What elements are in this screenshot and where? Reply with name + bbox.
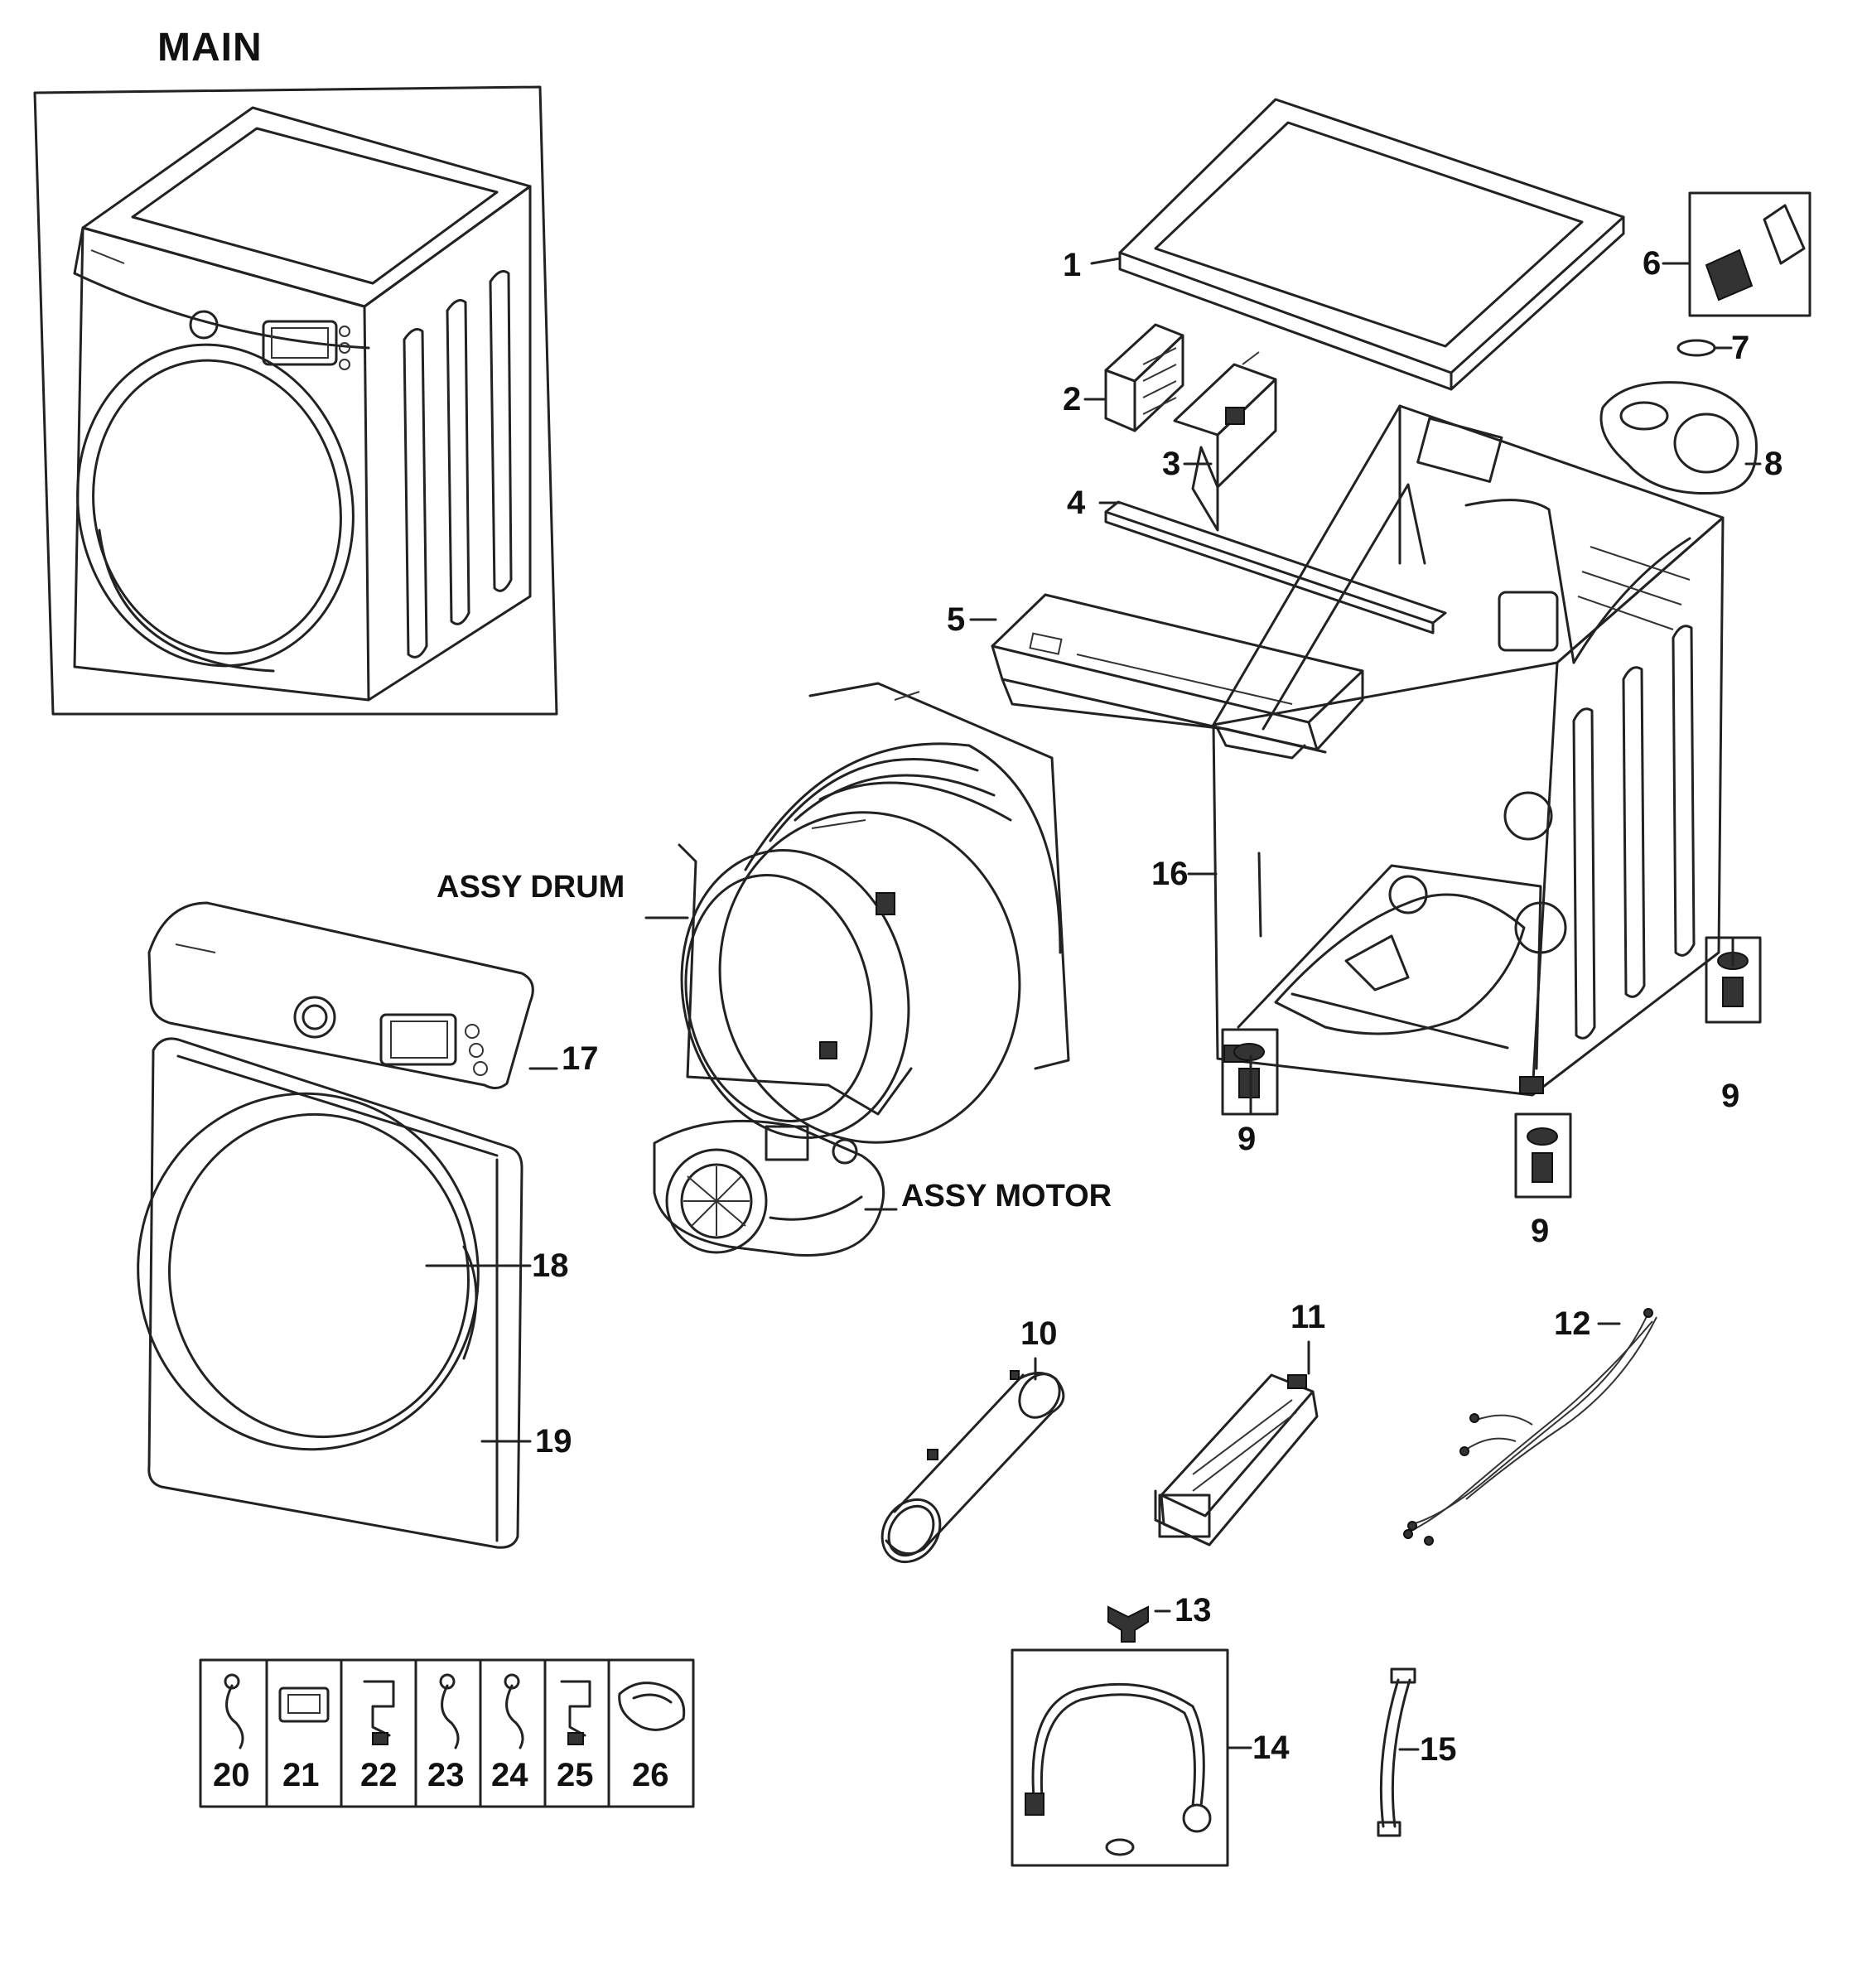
callout-7: 7 [1731,330,1750,366]
assy-drum [678,682,1070,1144]
hardware-label-24: 24 [491,1757,528,1793]
callout-6: 6 [1643,245,1662,282]
hardware-strip [199,1658,695,1808]
callout-5: 5 [947,601,966,638]
callout-12: 12 [1554,1305,1591,1342]
assy-motor [653,1119,885,1257]
hardware-label-21: 21 [282,1757,320,1793]
part-13-y-fitting [1107,1605,1149,1643]
part-11-heater [1154,1373,1319,1546]
callout-9-middle: 9 [1531,1213,1550,1249]
part-2-filter [1104,323,1184,432]
part-15-hose [1377,1667,1416,1837]
callout-2: 2 [1063,381,1082,417]
part-16-cabinet [1212,404,1725,1097]
callout-13: 13 [1175,1592,1212,1629]
part-3-bracket [1173,351,1277,532]
callout-4: 4 [1067,485,1086,521]
callout-15: 15 [1420,1731,1457,1768]
main-appliance-view [33,85,558,716]
callout-1: 1 [1063,247,1082,283]
callout-17: 17 [562,1040,599,1077]
part-4-rail [1104,500,1447,635]
part-8-cover-ring [1599,381,1758,495]
main-label: MAIN [157,26,263,70]
part-9-foot-middle [1514,1112,1572,1199]
part-5-control-bracket [991,593,1364,760]
callout-18: 18 [532,1247,569,1284]
callout-11: 11 [1290,1299,1326,1335]
hardware-label-20: 20 [213,1757,250,1793]
callout-10: 10 [1020,1315,1058,1352]
callout-14: 14 [1252,1730,1290,1766]
callout-16: 16 [1151,856,1189,892]
part-19-front-panel [147,1037,523,1549]
part-12-harness [1403,1308,1657,1546]
leader-lines [425,257,1762,1751]
hardware-label-23: 23 [427,1757,465,1793]
part-10-duct [880,1370,1065,1564]
part-14-hose-kit [1011,1648,1229,1867]
part-18-door [137,1092,480,1451]
part-17-control-panel [147,901,534,1089]
callout-9-right: 9 [1721,1078,1740,1114]
callout-8: 8 [1764,446,1783,482]
callout-9-left: 9 [1237,1121,1257,1157]
hardware-label-22: 22 [360,1757,398,1793]
hardware-label-25: 25 [557,1757,594,1793]
part-9-foot-left [1221,1028,1279,1116]
part-6-pcb-kit [1688,191,1812,317]
part-1-top-cover [1118,98,1625,391]
hardware-label-26: 26 [632,1757,669,1793]
callout-3: 3 [1162,446,1181,482]
assy-motor-label: ASSY MOTOR [901,1179,1112,1214]
callout-19: 19 [535,1423,572,1460]
assy-drum-label: ASSY DRUM [437,870,625,905]
part-7-clip [1676,339,1733,357]
